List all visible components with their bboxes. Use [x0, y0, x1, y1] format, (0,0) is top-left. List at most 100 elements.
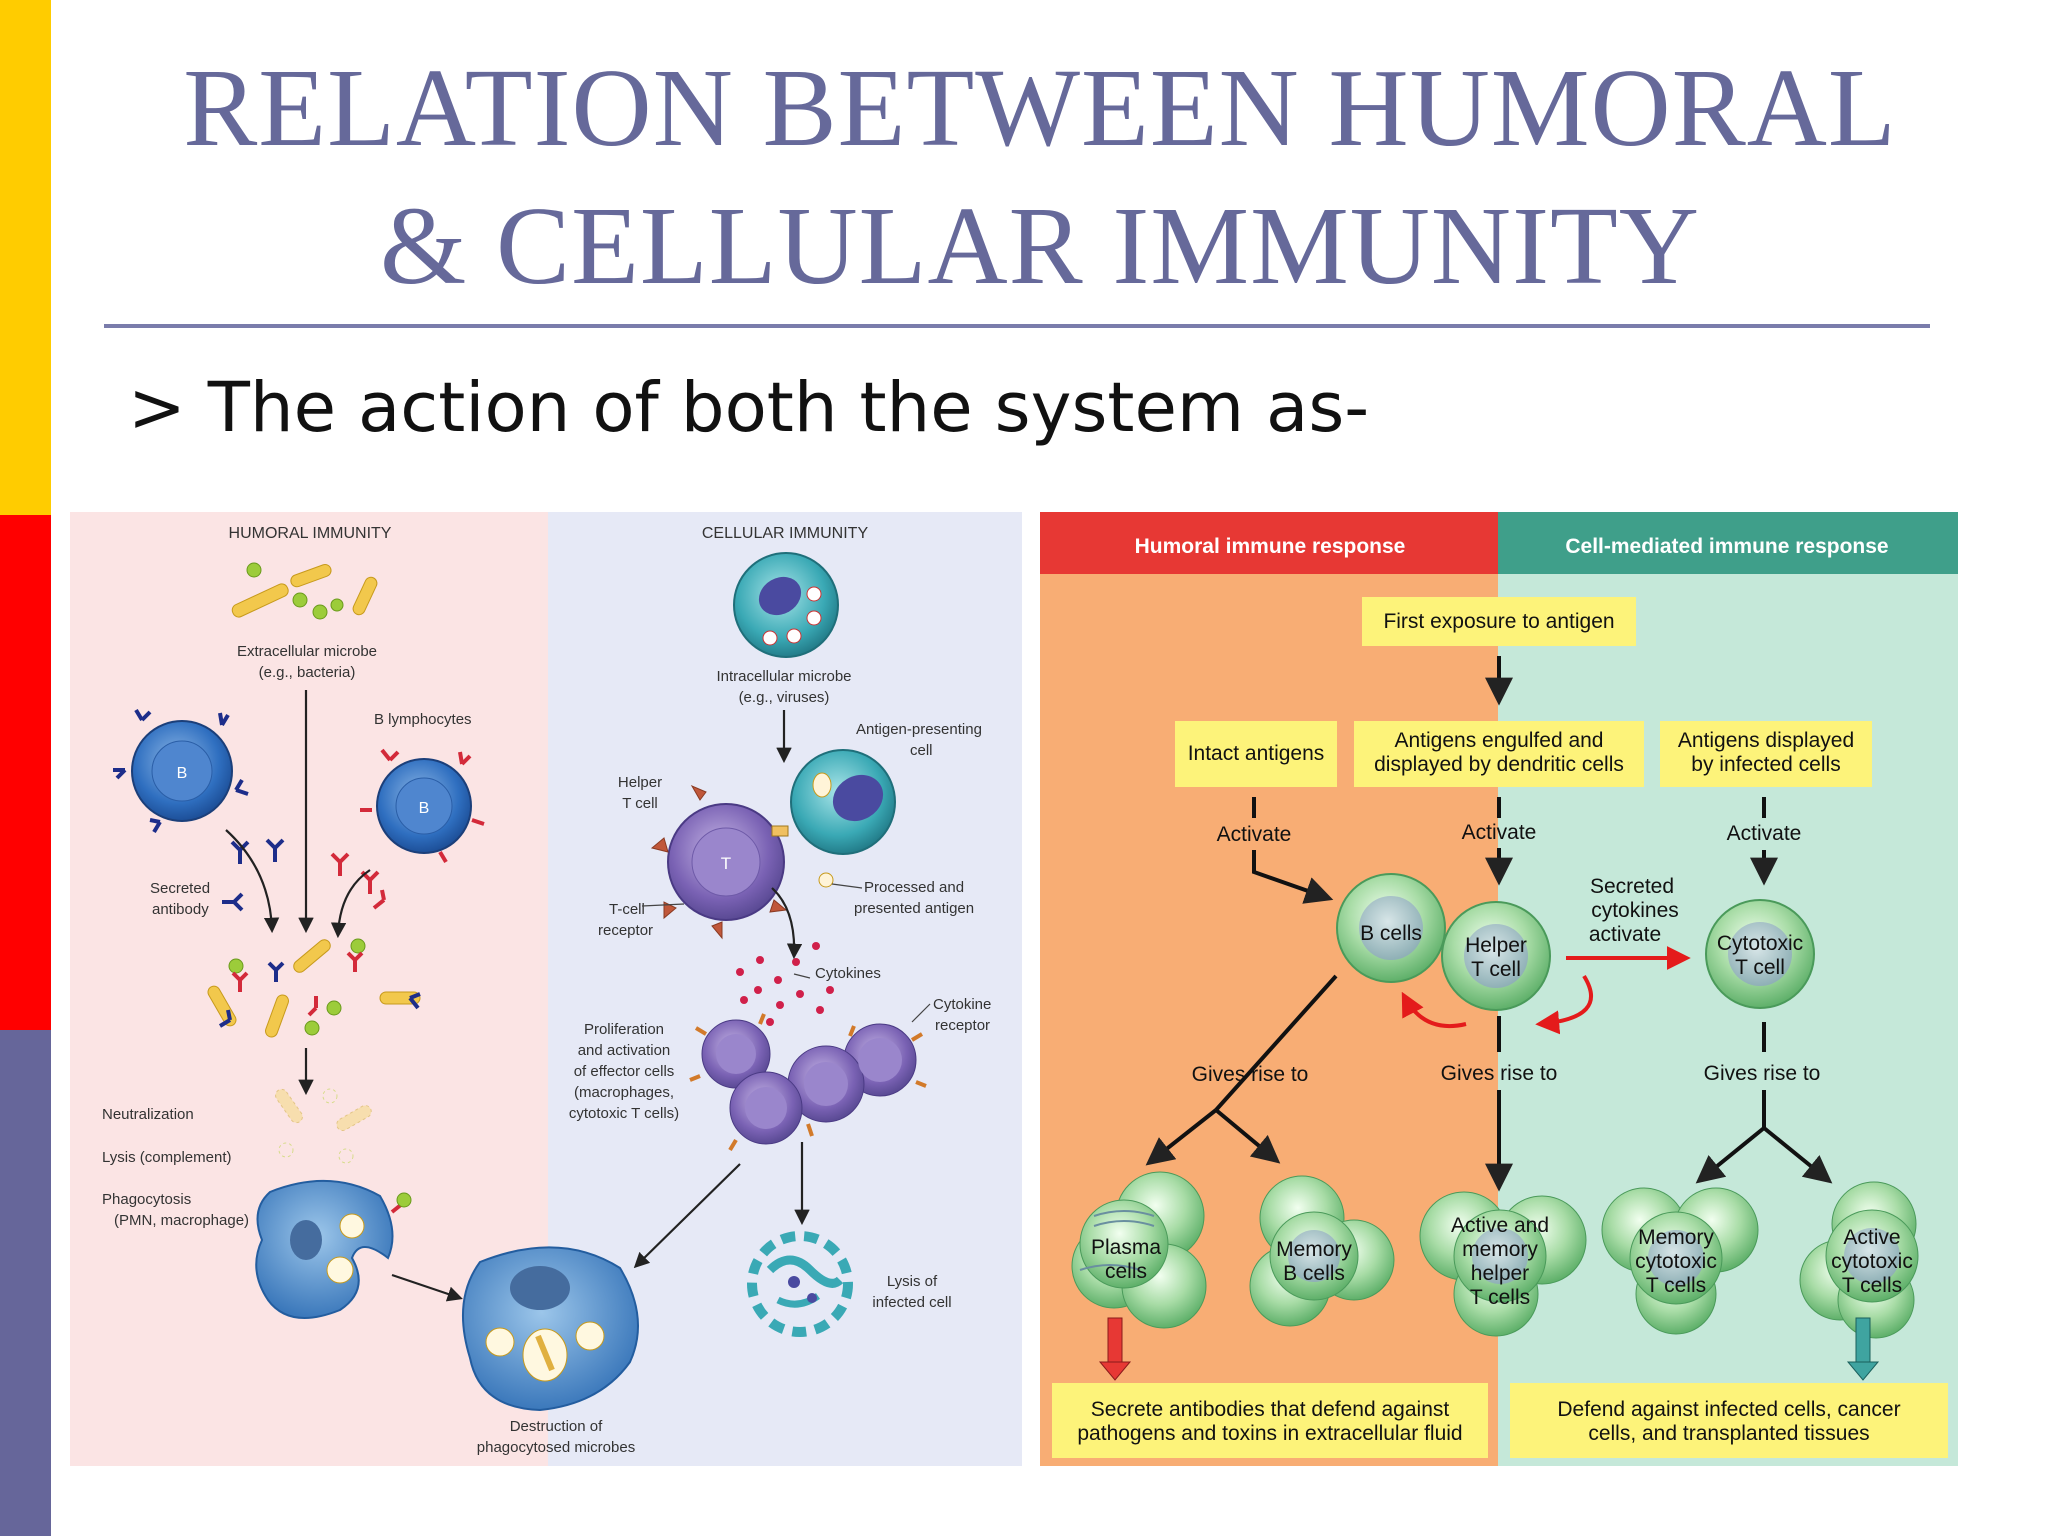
tcell-receptor-label: T-cell — [609, 901, 645, 918]
plasma-cells-icon: Plasma cells — [1071, 1171, 1207, 1329]
gives-rise-label-3: Gives rise to — [1704, 1062, 1821, 1085]
active-cyto-label-3: T cells — [1842, 1274, 1902, 1297]
secreted-antibody-label: Secreted — [150, 880, 210, 897]
proliferation-label-1: Proliferation — [584, 1021, 664, 1038]
destruction-label: Destruction of — [510, 1418, 603, 1435]
cytotoxic-tcell-icon: Cytotoxic T cell — [1705, 899, 1815, 1009]
active-memory-label-1: Active and — [1451, 1214, 1549, 1237]
apc-label-2: cell — [910, 742, 933, 759]
active-memory-helper-icon: Active and memory helper T cells — [1419, 1191, 1587, 1337]
secrete-antibodies-text-2: pathogens and toxins in extracellular fl… — [1077, 1422, 1462, 1445]
cytotoxic-output-arrow — [1846, 1317, 1880, 1381]
accent-bar-red — [0, 515, 51, 1030]
memory-cyto-label-2: cytotoxic — [1635, 1250, 1717, 1273]
secreted-antibody-label-2: antibody — [152, 901, 209, 918]
antigen-presenting-cell-icon — [771, 749, 896, 888]
memory-cyto-label-3: T cells — [1646, 1274, 1706, 1297]
phagocytosis-label-2: (PMN, macrophage) — [114, 1212, 249, 1229]
displayed-text-2: by infected cells — [1691, 753, 1840, 776]
b-lymphocytes-label: B lymphocytes — [374, 711, 472, 728]
proliferation-label-2: and activation — [578, 1042, 671, 1059]
destruction-label-2: phagocytosed microbes — [477, 1439, 635, 1456]
right-figure: Humoral immune response Cell-mediated im… — [1040, 512, 1958, 1466]
apc-label: Antigen-presenting — [856, 721, 982, 738]
activate-label-3: Activate — [1727, 822, 1802, 845]
activate-label-2: Activate — [1462, 821, 1537, 844]
engulfed-text-2: displayed by dendritic cells — [1374, 753, 1624, 776]
secreted-cytokines-3: activate — [1589, 923, 1661, 946]
neutralized-microbes-icon — [275, 1088, 372, 1164]
antibody-coated-microbes-icon — [207, 938, 421, 1038]
plasma-label-1: Plasma — [1091, 1236, 1161, 1259]
lysis-infected-label-2: infected cell — [872, 1294, 951, 1311]
intracellular-microbe-icon — [733, 552, 839, 658]
title-divider — [104, 324, 1930, 328]
plasma-label-2: cells — [1105, 1260, 1147, 1283]
displayed-antigens-box — [1660, 721, 1872, 787]
processed-antigen-label: Processed and — [864, 879, 964, 896]
helper-tcell-right-icon: Helper T cell — [1441, 901, 1551, 1011]
intracellular-microbe-example: (e.g., viruses) — [739, 689, 830, 706]
lysis-complement-label: Lysis (complement) — [102, 1149, 231, 1166]
b-lymphocyte-left-icon: B — [113, 708, 249, 834]
active-cyto-label-2: cytotoxic — [1831, 1250, 1913, 1273]
helper-tcell-label-2: T cell — [622, 795, 658, 812]
cytotoxic-label-2: T cell — [1735, 956, 1785, 979]
tcell-letter: T — [721, 854, 731, 873]
extracellular-microbe-example: (e.g., bacteria) — [259, 664, 356, 681]
humoral-response-header: Humoral immune response — [1135, 535, 1406, 558]
first-exposure-text: First exposure to antigen — [1383, 610, 1614, 633]
memory-b-cells-icon: Memory B cells — [1249, 1175, 1395, 1327]
engulfed-antigens-box — [1354, 721, 1644, 787]
proliferation-label-5: cytotoxic T cells) — [569, 1105, 679, 1122]
humoral-heading: HUMORAL IMMUNITY — [229, 525, 392, 542]
phagocyte-icon — [255, 1179, 412, 1319]
slide-title-line-1: RELATION BETWEEN HUMORAL — [183, 47, 1897, 170]
active-cyto-label-1: Active — [1843, 1226, 1900, 1249]
defend-text-1: Defend against infected cells, cancer — [1557, 1398, 1900, 1421]
memory-cytotoxic-icon: Memory cytotoxic T cells — [1601, 1187, 1759, 1335]
cytokine-receptor-label: Cytokine — [933, 996, 991, 1013]
cytotoxic-label-1: Cytotoxic — [1717, 932, 1803, 955]
b-cell-letter: B — [177, 765, 188, 782]
defend-box — [1510, 1383, 1948, 1458]
b-lymphocyte-right-icon: B — [360, 748, 485, 864]
intact-antigens-box — [1175, 721, 1337, 787]
cytokine-receptor-label-2: receptor — [935, 1017, 990, 1034]
extracellular-microbe-label: Extracellular microbe — [237, 643, 377, 660]
slide-title: RELATION BETWEEN HUMORAL & CELLULAR IMMU… — [100, 40, 1980, 316]
engulfed-text-1: Antigens engulfed and — [1394, 729, 1603, 752]
slide-subtitle: > The action of both the system as- — [128, 368, 1370, 448]
proliferation-label-4: (macrophages, — [574, 1084, 674, 1101]
memory-cyto-label-1: Memory — [1638, 1226, 1714, 1249]
free-antibodies-icon — [222, 838, 386, 912]
cell-mediated-header: Cell-mediated immune response — [1565, 535, 1888, 558]
humoral-response-header-bg — [1040, 512, 1498, 574]
memory-b-label-1: Memory — [1276, 1238, 1352, 1261]
secreted-cytokines-1: Secreted — [1590, 875, 1674, 898]
b-cells-icon: B cells — [1336, 873, 1446, 983]
extracellular-microbe-icon — [231, 562, 378, 620]
cellular-heading: CELLULAR IMMUNITY — [702, 525, 869, 542]
displayed-text-1: Antigens displayed — [1678, 729, 1854, 752]
intact-antigens-text: Intact antigens — [1188, 742, 1325, 765]
activate-label-1: Activate — [1217, 823, 1292, 846]
active-memory-label-4: T cells — [1470, 1286, 1530, 1309]
cytokine-dots-icon — [736, 942, 834, 1026]
processed-antigen-label-2: presented antigen — [854, 900, 974, 917]
active-cytotoxic-icon: Active cytotoxic T cells — [1799, 1181, 1919, 1339]
b-cells-label: B cells — [1360, 922, 1422, 945]
neutralization-label: Neutralization — [102, 1106, 194, 1123]
lysed-infected-cell-icon — [747, 1231, 853, 1337]
cell-mediated-header-bg — [1498, 512, 1958, 574]
secrete-antibodies-text-1: Secrete antibodies that defend against — [1091, 1398, 1450, 1421]
helper-label-1: Helper — [1465, 934, 1527, 957]
helper-tcell-label: Helper — [618, 774, 662, 791]
b-cell-letter-2: B — [419, 800, 430, 817]
left-figure: HUMORAL IMMUNITY Extracellular microbe (… — [70, 512, 1022, 1466]
accent-bar-purple — [0, 1030, 51, 1536]
defend-text-2: cells, and transplanted tissues — [1588, 1422, 1869, 1445]
plasma-output-arrow — [1098, 1317, 1132, 1381]
cytokines-label: Cytokines — [815, 965, 881, 982]
